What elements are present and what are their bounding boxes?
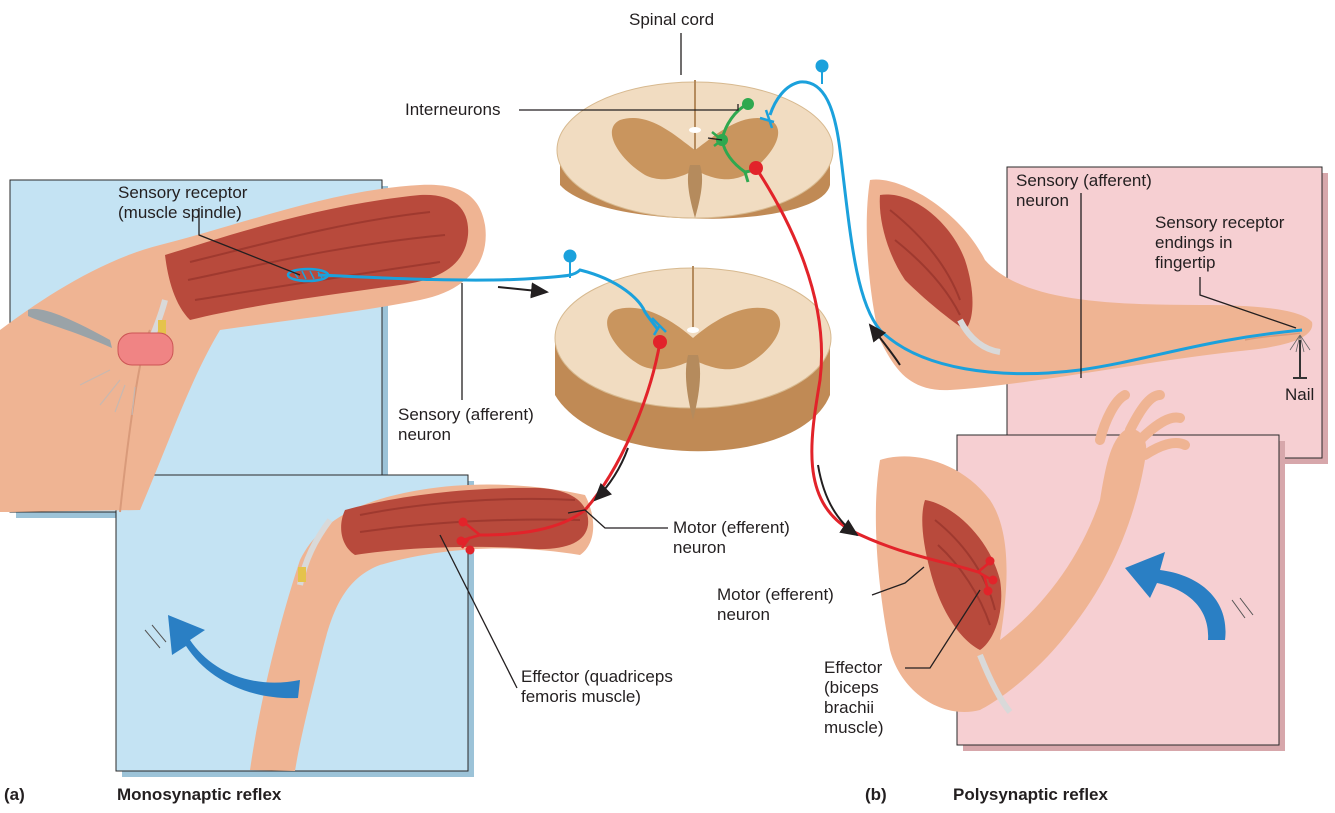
label-sensory-neuron-b: Sensory (afferent) neuron bbox=[1016, 171, 1152, 211]
label-effector-a: Effector (quadriceps femoris muscle) bbox=[521, 667, 673, 707]
label-motor-neuron-b: Motor (efferent) neuron bbox=[717, 585, 834, 625]
caption-b-title: Polysynaptic reflex bbox=[953, 785, 1108, 805]
caption-a-title: Monosynaptic reflex bbox=[117, 785, 281, 805]
label-interneurons: Interneurons bbox=[405, 100, 500, 120]
label-sensory-receptor-fingertip: Sensory receptor endings in fingertip bbox=[1155, 213, 1284, 273]
label-nail: Nail bbox=[1285, 385, 1314, 405]
label-spinal-cord: Spinal cord bbox=[629, 10, 714, 30]
arrow-motor-b-icon bbox=[818, 465, 857, 535]
label-motor-neuron-a: Motor (efferent) neuron bbox=[673, 518, 790, 558]
caption-a-letter: (a) bbox=[4, 785, 25, 805]
caption-b-letter: (b) bbox=[865, 785, 887, 805]
label-effector-b: Effector (biceps brachii muscle) bbox=[824, 658, 884, 738]
label-sensory-receptor-spindle: Sensory receptor (muscle spindle) bbox=[118, 183, 247, 223]
label-sensory-neuron-a: Sensory (afferent) neuron bbox=[398, 405, 534, 445]
spinal-cord-section-lower bbox=[555, 266, 831, 451]
arrow-sensory-a-icon bbox=[498, 287, 547, 292]
spinal-cord-section-upper bbox=[557, 80, 833, 219]
